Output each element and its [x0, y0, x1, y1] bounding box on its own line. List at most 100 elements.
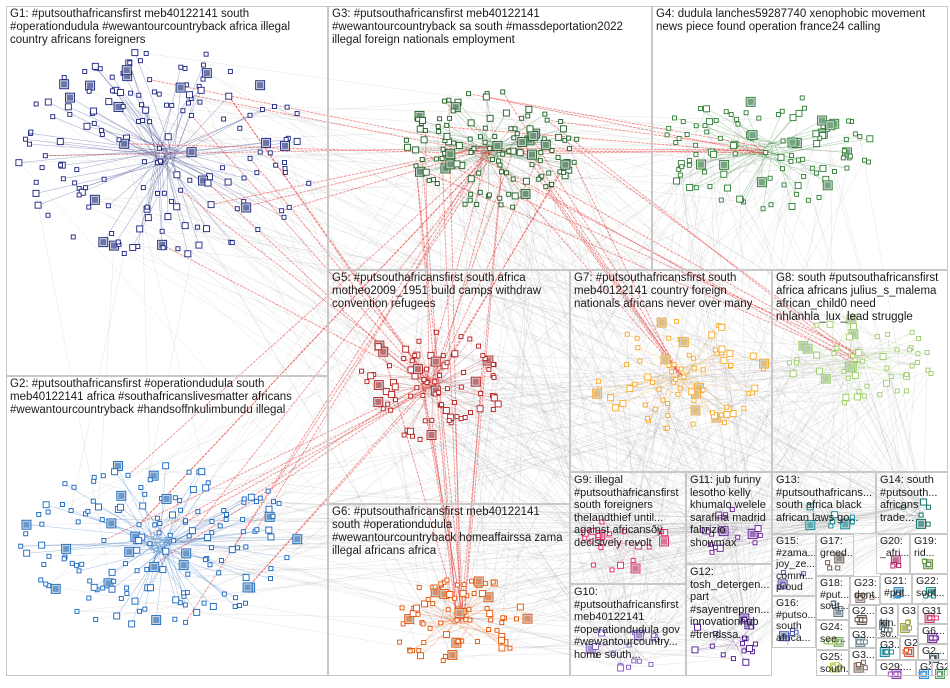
node [265, 488, 271, 494]
edge [102, 514, 922, 520]
edge [146, 206, 621, 566]
edge [730, 347, 837, 366]
node [617, 664, 625, 672]
edge-strong [247, 386, 430, 588]
edge-strong [448, 100, 461, 617]
edge [460, 117, 760, 419]
edge [680, 362, 918, 389]
edge [732, 509, 922, 516]
node [885, 331, 891, 337]
edge-strong [463, 171, 502, 618]
node-avatar [562, 161, 569, 168]
edge [695, 154, 922, 516]
node [133, 546, 141, 554]
group-label-g11: G11: jub funny lesotho kelly khumalo wel… [690, 474, 769, 549]
edge-strong [149, 79, 486, 149]
edge [661, 531, 745, 620]
node [866, 135, 874, 143]
edge [686, 372, 729, 410]
node [127, 60, 133, 66]
edge [802, 159, 856, 360]
edge [142, 120, 167, 155]
node [182, 66, 188, 71]
node-avatar [375, 382, 382, 389]
edge [506, 112, 853, 518]
node [932, 635, 938, 641]
node-avatar [472, 378, 479, 385]
edge [488, 369, 747, 663]
edge [438, 392, 845, 404]
edge [167, 529, 269, 544]
edge [743, 514, 922, 652]
edge [488, 108, 707, 630]
edge [700, 146, 756, 165]
edge [160, 154, 210, 177]
edge [710, 352, 928, 545]
node [36, 512, 42, 517]
node [749, 390, 755, 396]
node [439, 402, 444, 408]
node [529, 162, 535, 168]
edge [425, 381, 880, 395]
node [156, 91, 162, 97]
node [86, 88, 92, 94]
edge [601, 546, 650, 634]
edge [116, 149, 444, 617]
edge [642, 352, 928, 633]
node [492, 133, 498, 139]
node [401, 432, 407, 438]
edge [69, 114, 672, 372]
edge [95, 67, 168, 150]
group-label-g10: G10: #putsouthafricansfirst meb40122141 … [574, 586, 683, 661]
edge [395, 386, 425, 390]
node [599, 539, 605, 545]
edge [459, 145, 610, 534]
node [624, 362, 630, 368]
node [23, 136, 28, 142]
edge-strong [138, 388, 426, 541]
node [914, 360, 920, 365]
node [789, 114, 797, 122]
group-label-g22: G22: sout... [916, 575, 945, 599]
edge [471, 150, 745, 620]
edge [189, 180, 586, 534]
edge [521, 118, 929, 508]
edge [95, 67, 654, 636]
edge [855, 375, 922, 516]
edge [82, 192, 798, 360]
node [857, 134, 863, 140]
node-avatar [780, 633, 787, 640]
edge-strong [191, 115, 428, 383]
node [444, 386, 450, 392]
node [720, 652, 726, 658]
node [746, 645, 753, 652]
edge [423, 623, 629, 668]
node [926, 561, 932, 567]
edge [198, 244, 630, 646]
node [461, 582, 467, 588]
node [826, 320, 834, 328]
edge [789, 362, 852, 368]
edge [35, 103, 412, 371]
edge [735, 626, 752, 645]
node [673, 140, 679, 145]
node-avatar [485, 357, 492, 364]
edge [243, 177, 405, 436]
group-label-g3e: G3... [880, 639, 900, 651]
node [502, 109, 510, 117]
node [207, 562, 213, 568]
node-avatar [758, 179, 765, 186]
node [506, 191, 512, 197]
node [684, 131, 690, 137]
node [18, 543, 24, 549]
node [819, 164, 827, 172]
node [79, 561, 85, 567]
node [693, 142, 699, 148]
edge [597, 535, 614, 654]
node [144, 204, 150, 210]
edge [168, 502, 245, 542]
node [45, 212, 51, 218]
node [240, 529, 246, 535]
edge [95, 514, 719, 620]
edge [434, 381, 929, 508]
